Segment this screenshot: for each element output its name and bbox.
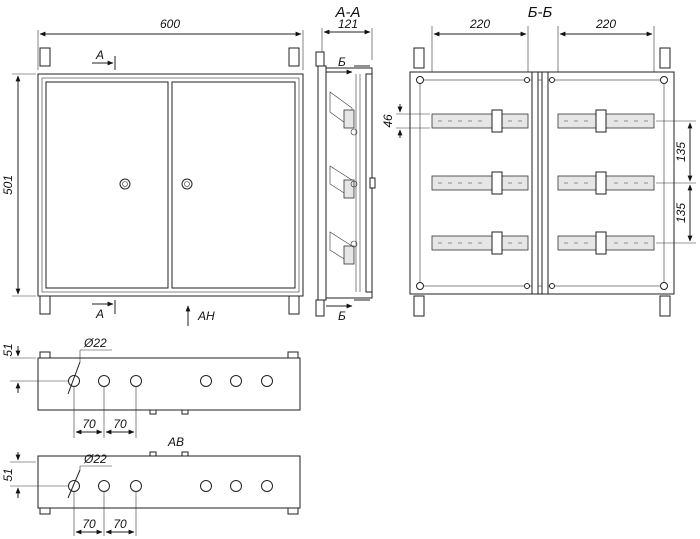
bottom-av-spacing-1: 70 (82, 517, 96, 531)
bottom-av-spacing-2: 70 (113, 517, 127, 531)
section-bb-left-width: 220 (469, 17, 490, 31)
din-rail-section (329, 91, 358, 136)
rail-height-dim: 46 (381, 114, 395, 128)
lock-icon (181, 178, 193, 190)
mount-tab (288, 47, 300, 67)
cable-entry-hole (261, 375, 273, 387)
rail-pitch-dim-1: 135 (674, 142, 688, 162)
section-bb-view: Б-Б 220 220 (381, 4, 696, 317)
section-a-marker-bottom: А (95, 307, 104, 321)
mount-tab (413, 47, 425, 69)
lock-icon (119, 178, 131, 190)
bottom-view-an: 51 Ø22 70 70 (1, 336, 301, 438)
bottom-an-spacing-1: 70 (82, 417, 96, 431)
mount-tab (39, 295, 51, 315)
view-an-label: АН (197, 309, 215, 323)
section-aa-title: А-А (334, 4, 360, 21)
section-bb-title: Б-Б (528, 4, 553, 21)
bottom-an-height-dim: 51 (1, 343, 15, 356)
din-rail-row-2 (431, 171, 655, 195)
cable-entry-hole (200, 375, 212, 387)
bottom-panel-av (37, 455, 301, 509)
front-width-dim: 600 (160, 17, 180, 31)
section-aa-depth-dim: 121 (338, 17, 358, 31)
mount-tab (39, 47, 51, 67)
cable-entry-hole (200, 480, 212, 492)
bottom-an-spacing-2: 70 (113, 417, 127, 431)
mount-tab (659, 47, 671, 69)
cable-entry-hole (261, 480, 273, 492)
mount-tab (288, 295, 300, 315)
cable-entry-hole (98, 375, 110, 387)
lock-latch (369, 177, 376, 189)
front-height-dim: 501 (1, 175, 15, 195)
bottom-av-hole-dim: Ø22 (83, 452, 107, 466)
cable-entry-hole (68, 480, 80, 492)
section-b-marker-top: Б (338, 55, 346, 69)
bottom-view-av: АВ 51 Ø22 70 70 (1, 435, 301, 536)
cable-entry-hole (230, 375, 242, 387)
cable-entry-hole (98, 480, 110, 492)
front-view: 600 501 А А АН (1, 17, 304, 326)
cable-entry-hole (230, 480, 242, 492)
section-a-marker-top: А (95, 48, 104, 62)
bottom-panel-an (37, 357, 301, 411)
din-rail-section (329, 165, 358, 199)
din-rail-section (329, 231, 358, 265)
bottom-an-hole-dim: Ø22 (83, 336, 107, 350)
section-aa-view: А-А 121 Б (315, 4, 376, 323)
rail-pitch-dim-2: 135 (674, 203, 688, 223)
cable-entry-hole (130, 375, 142, 387)
right-door (171, 81, 296, 289)
section-b-marker-bottom: Б (338, 309, 346, 323)
section-bb-right-width: 220 (595, 17, 616, 31)
left-door (45, 81, 169, 289)
mount-tab (413, 295, 425, 317)
cable-entry-hole (130, 480, 142, 492)
mount-tab (659, 295, 671, 317)
bottom-av-height-dim: 51 (1, 468, 15, 481)
bottom-av-title: АВ (167, 435, 184, 449)
